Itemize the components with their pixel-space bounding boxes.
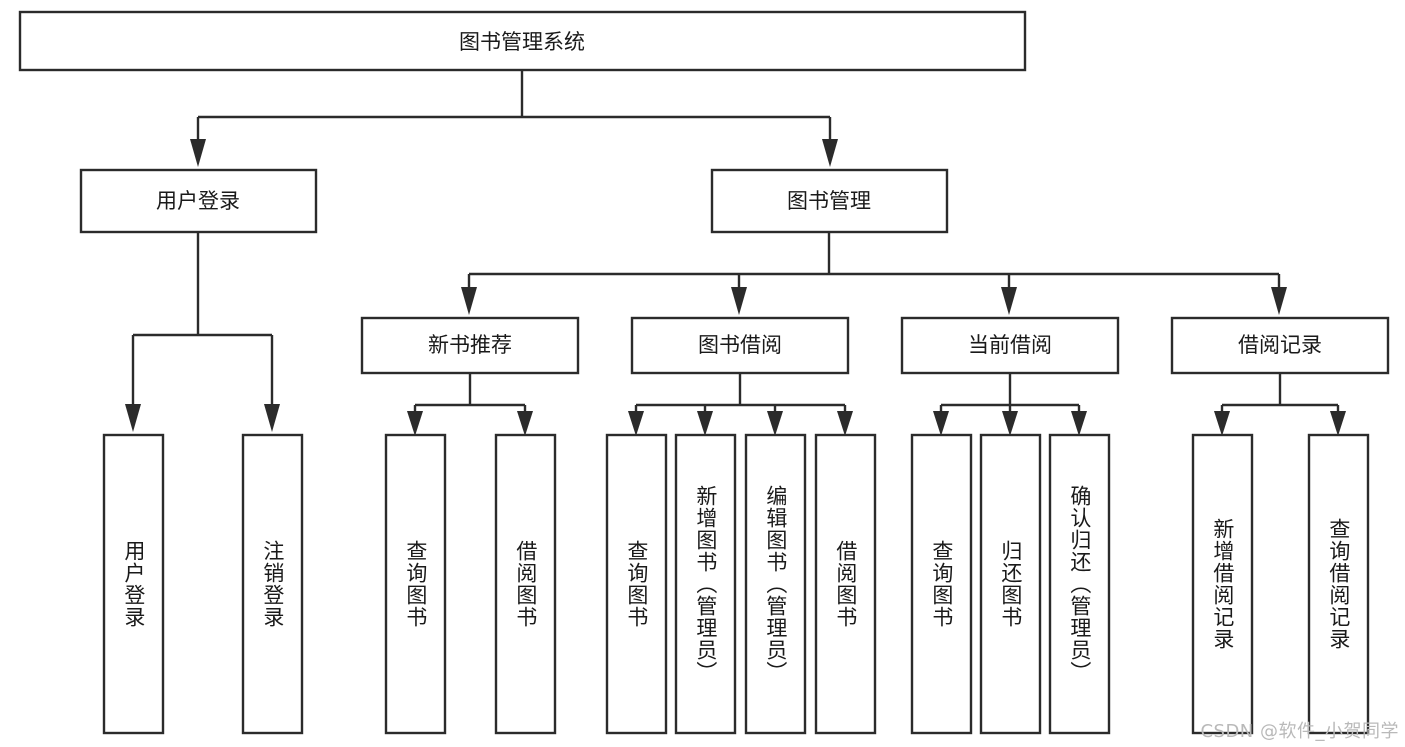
arrow-down-icon [628, 411, 644, 436]
leaf-box-current-return[interactable] [979, 433, 1042, 735]
arrow-down-icon [461, 287, 477, 315]
arrow-down-icon [933, 411, 949, 436]
connector-user-login-to-leaves [125, 232, 280, 432]
arrow-down-icon [1330, 411, 1346, 436]
arrow-down-icon [731, 287, 747, 315]
arrow-down-icon [264, 404, 280, 432]
arrow-down-icon [1214, 411, 1230, 436]
arrow-down-icon [1002, 411, 1018, 436]
arrow-down-icon [837, 411, 853, 436]
arrow-down-icon [407, 411, 423, 436]
node-new-book-recommend[interactable]: 新书推荐 [360, 316, 580, 375]
arrow-down-icon [767, 411, 783, 436]
borrow-record-label: 借阅记录 [1238, 333, 1322, 357]
arrow-down-icon [697, 411, 713, 436]
csdn-watermark: CSDN @软件_小贺同学 [1200, 721, 1399, 742]
current-borrow-label: 当前借阅 [968, 333, 1052, 357]
arrow-down-icon [822, 139, 838, 167]
arrow-down-icon [190, 139, 206, 167]
leaf-box-current-query[interactable] [910, 433, 973, 735]
leaf-box-recommend-query[interactable] [384, 433, 447, 735]
leaf-box-borrow-edit[interactable] [744, 433, 807, 735]
arrow-down-icon [517, 411, 533, 436]
leaf-box-borrow-query[interactable] [605, 433, 668, 735]
leaf-box-borrow-lend[interactable] [814, 433, 877, 735]
connector-borrow-record-to-leaves [1214, 373, 1346, 436]
root-label: 图书管理系统 [459, 30, 585, 54]
node-book-management[interactable]: 图书管理 [710, 168, 949, 234]
node-book-borrow[interactable]: 图书借阅 [630, 316, 850, 375]
connector-current-borrow-to-leaves [933, 373, 1087, 436]
leaf-box-user-login-login[interactable] [102, 433, 165, 735]
arrow-down-icon [1271, 287, 1287, 315]
arrow-down-icon [1071, 411, 1087, 436]
node-user-login[interactable]: 用户登录 [79, 168, 318, 234]
leaf-box-recommend-borrow[interactable] [494, 433, 557, 735]
leaf-box-user-login-logout[interactable] [241, 433, 304, 735]
arrow-down-icon [1001, 287, 1017, 315]
connector-root-to-level1 [190, 70, 838, 167]
node-root[interactable]: 图书管理系统 [18, 10, 1027, 72]
leaf-box-record-add[interactable] [1191, 433, 1254, 735]
connector-book-borrow-to-leaves [628, 373, 853, 436]
leaf-box-current-confirm[interactable] [1048, 433, 1111, 735]
book-borrow-label: 图书借阅 [698, 333, 782, 357]
node-current-borrow[interactable]: 当前借阅 [900, 316, 1120, 375]
new-book-recommend-label: 新书推荐 [428, 333, 512, 357]
leaf-box-record-query[interactable] [1307, 433, 1370, 735]
root-box[interactable] [18, 10, 1027, 72]
connector-book-management-to-level2 [461, 232, 1287, 315]
current-borrow-box[interactable] [900, 316, 1120, 375]
book-management-label: 图书管理 [787, 189, 871, 213]
leaf-box-borrow-add[interactable] [674, 433, 737, 735]
user-login-box[interactable] [79, 168, 318, 234]
arrow-down-icon [125, 404, 141, 432]
connector-new-book-recommend-to-leaves [407, 373, 533, 436]
node-borrow-record[interactable]: 借阅记录 [1170, 316, 1390, 375]
user-login-label: 用户登录 [156, 189, 240, 213]
new-book-recommend-box[interactable] [360, 316, 580, 375]
